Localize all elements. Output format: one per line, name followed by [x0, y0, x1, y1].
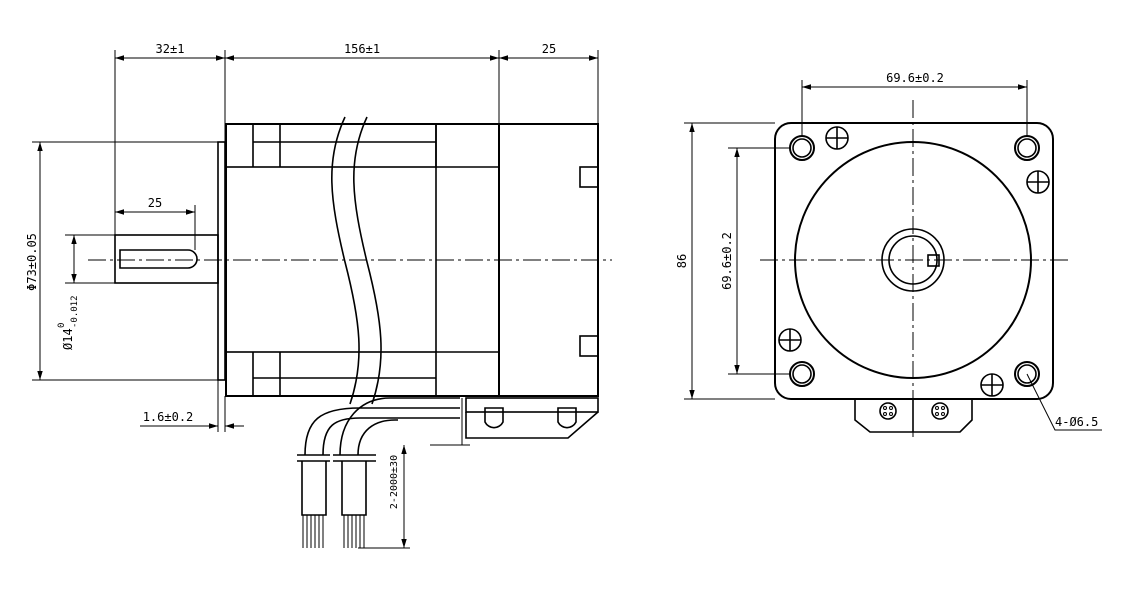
dim-shaft-tol-lower: -0.012: [70, 295, 80, 328]
break-line-2: [353, 116, 382, 405]
dim-flange-thickness: 1.6±0.2: [143, 410, 194, 424]
face-plate: [774, 122, 1054, 400]
dim-mount-holes: 4-Ø6.5: [1055, 415, 1098, 429]
dim-square: 86: [675, 254, 689, 268]
output-shaft: [114, 234, 219, 284]
dim-hole-spacing-v: 69.6±0.2: [720, 232, 734, 290]
dim-hole-spacing-h: 69.6±0.2: [886, 71, 944, 85]
dim-shaft-diameter: Ø14 0 -0.012: [57, 295, 80, 350]
hole-callout-leader: [1026, 373, 1102, 431]
dim-shaft-tol-upper: 0: [57, 323, 67, 328]
dim-rear-cap: 25: [542, 42, 556, 56]
mounting-holes: [789, 135, 1040, 387]
body-fin-bottom: [225, 351, 437, 397]
mounting-flange: [217, 141, 226, 381]
shaft-key-slot: [119, 249, 198, 269]
lead-wires: [297, 397, 460, 548]
side-view: 32±1 156±1 25 25 Φ73±0.05 Ø14 0 -0.012 1…: [25, 42, 612, 549]
dim-shaft-diameter-base: Ø14: [61, 328, 75, 350]
dim-lead-length: 2-2000±30: [389, 455, 400, 509]
dim-flange-to-shaft-end: 32±1: [156, 42, 185, 56]
body-fin-top: [225, 123, 437, 168]
connector-housing: [465, 397, 599, 439]
dim-shaft-key-length: 25: [148, 196, 162, 210]
break-line-1: [331, 116, 360, 405]
dim-pilot-diameter: Φ73±0.05: [25, 233, 39, 291]
front-view: 69.6±0.2 69.6±0.2 86 4-Ø6.5: [675, 71, 1102, 440]
screw-heads: [778, 126, 1050, 397]
dim-body-length: 156±1: [344, 42, 380, 56]
